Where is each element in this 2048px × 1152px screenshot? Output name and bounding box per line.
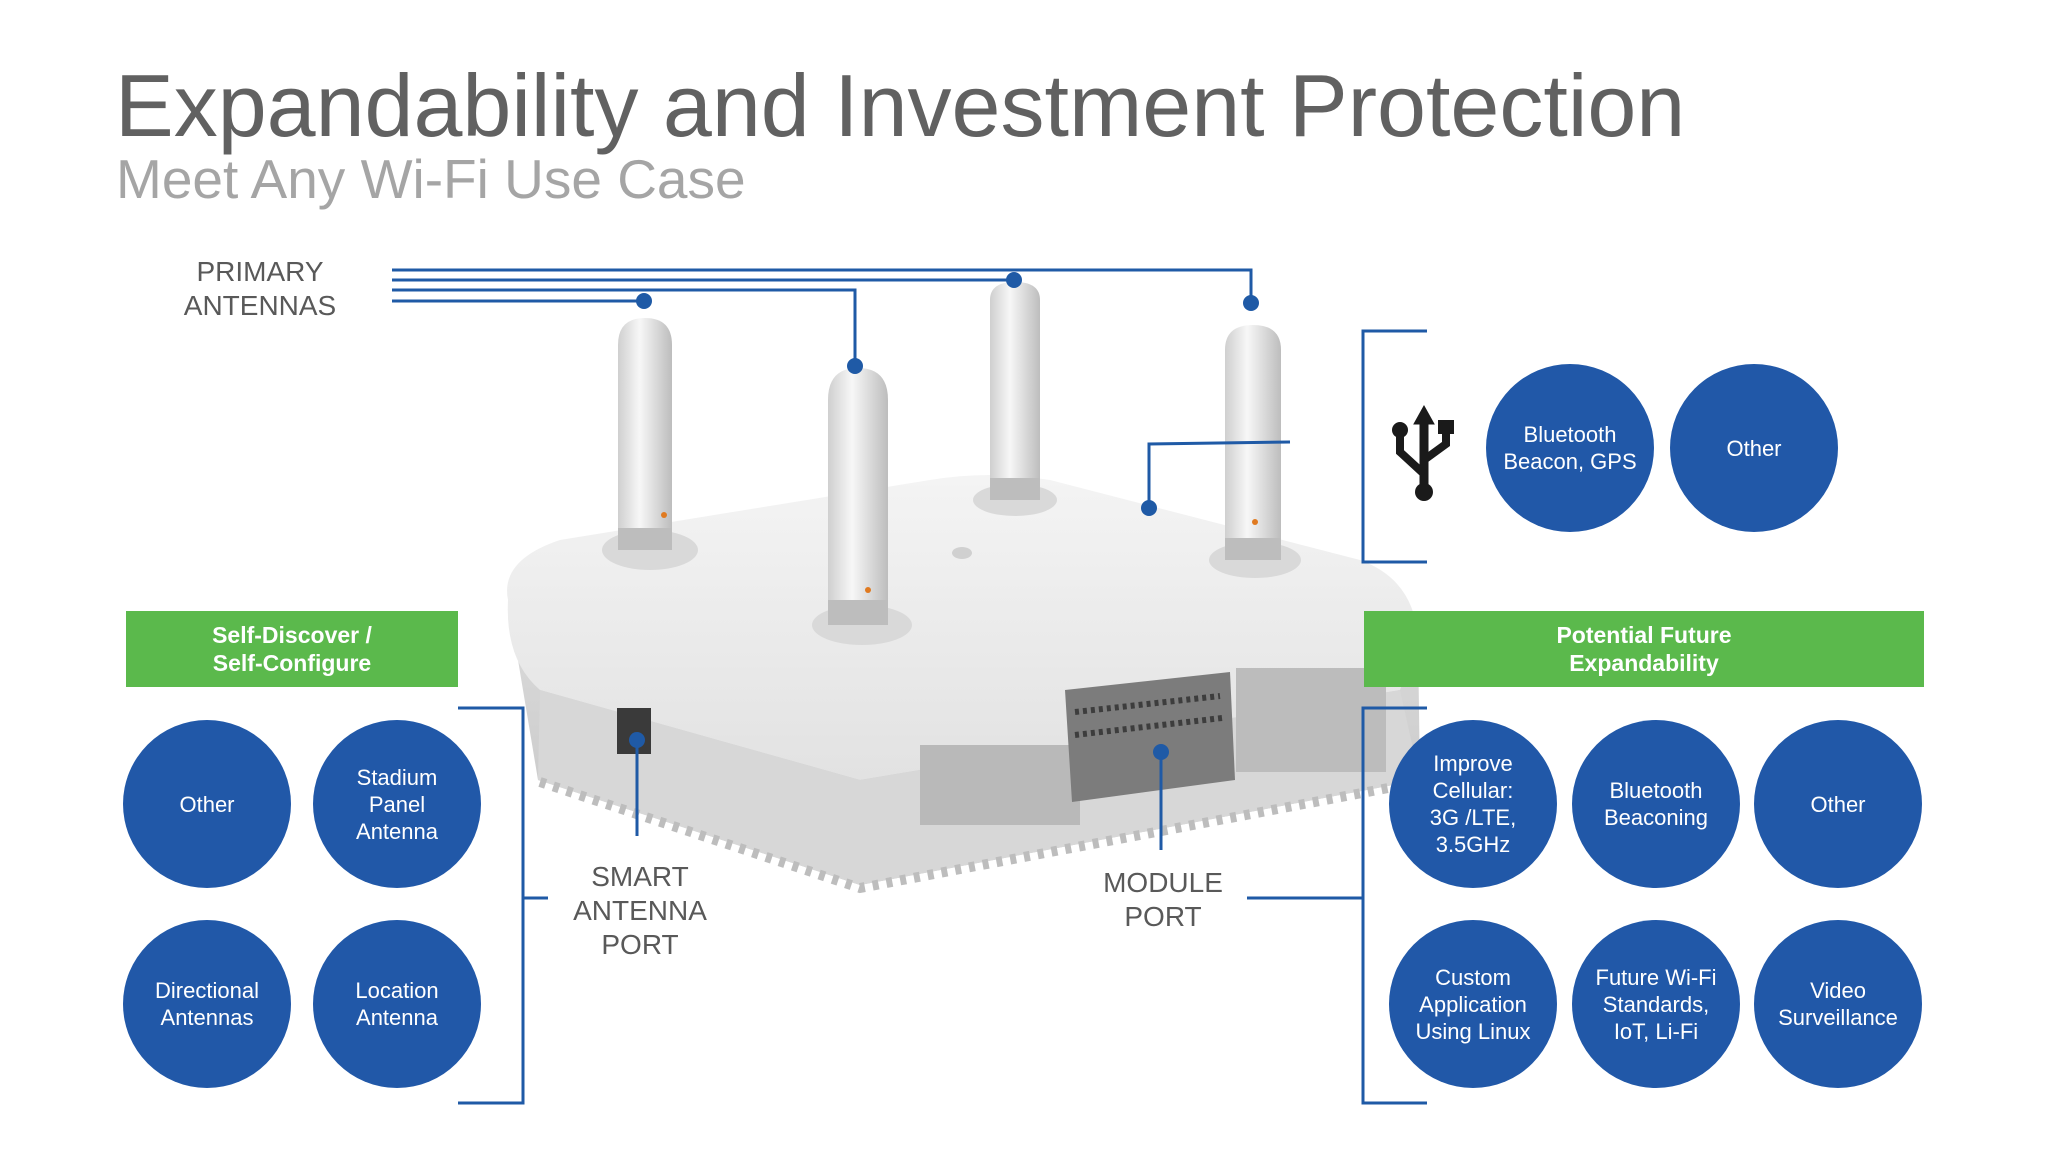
usb-option-circle: Bluetooth Beacon, GPS: [1486, 364, 1654, 532]
left-option-circle: Stadium Panel Antenna: [313, 720, 481, 888]
antenna-2: [990, 282, 1040, 500]
connector-dot: [1006, 272, 1022, 288]
connector-dot: [847, 358, 863, 374]
module-port-connectors: [1159, 706, 1427, 1105]
smart-port-connectors: [458, 706, 639, 1105]
self-discover-banner: Self-Discover / Self-Configure: [126, 611, 458, 687]
page-subtitle: Meet Any Wi-Fi Use Case: [116, 148, 746, 210]
usb-icon: [1392, 404, 1454, 501]
left-option-circle: Location Antenna: [313, 920, 481, 1088]
smart-antenna-port-label: SMART ANTENNA PORT: [573, 861, 707, 960]
primary-antennas-label: PRIMARY ANTENNAS: [183, 256, 337, 321]
module-port-label: MODULE PORT: [1103, 867, 1223, 932]
right-option-circle: Video Surveillance: [1754, 920, 1922, 1088]
right-option-circle: Bluetooth Beaconing: [1572, 720, 1740, 888]
future-expandability-banner: Potential Future Expandability: [1364, 611, 1924, 687]
usb-option-circle: Other: [1670, 364, 1838, 532]
primary-antenna-connectors: [392, 268, 1253, 365]
right-option-circle: Future Wi-Fi Standards, IoT, Li-Fi: [1572, 920, 1740, 1088]
connector-dot: [636, 293, 652, 309]
usb-connectors: [1147, 329, 1427, 564]
page-title: Expandability and Investment Protection: [115, 56, 1686, 155]
antenna-1: [618, 318, 672, 550]
left-option-circle: Directional Antennas: [123, 920, 291, 1088]
right-option-circle: Custom Application Using Linux: [1389, 920, 1557, 1088]
connector-dot: [1243, 295, 1259, 311]
antenna-4: [828, 368, 888, 625]
right-option-circle: Other: [1754, 720, 1922, 888]
right-option-circle: Improve Cellular: 3G /LTE, 3.5GHz: [1389, 720, 1557, 888]
left-option-circle: Other: [123, 720, 291, 888]
